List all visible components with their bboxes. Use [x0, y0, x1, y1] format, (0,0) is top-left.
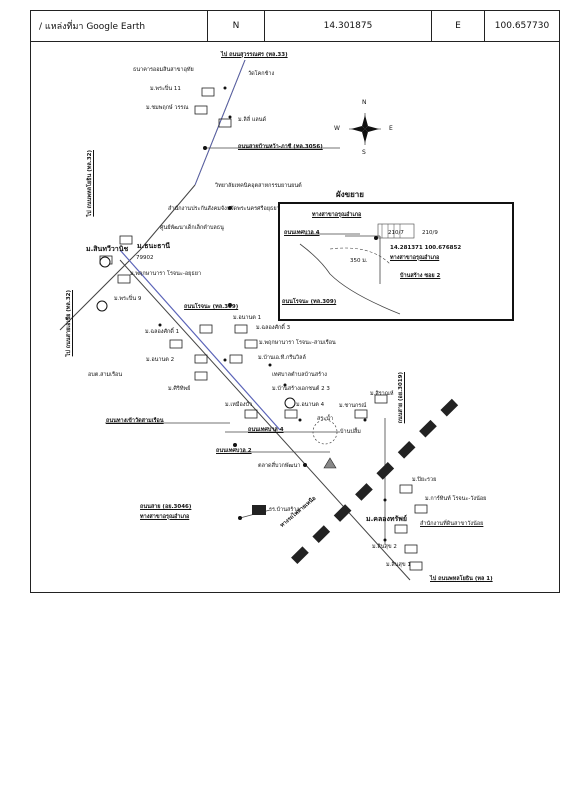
place-anuthan2: ม.อนานต 2	[146, 357, 175, 363]
place-baan-pluem: บ้านปลื้ม	[340, 429, 361, 435]
place-college: วิทยาลัยเทคนิคอุตสาหกรรมยานยนต์	[215, 183, 302, 189]
place-khlang3: ม.ฉลองศักดิ์ 3	[256, 325, 291, 331]
inset-title: ผังขยาย	[336, 190, 364, 199]
road-3046: ถนนสาย (อย.3046)	[140, 504, 192, 510]
place-baan-green: ม.บ้านเอ.ที.กรีนวิลล์	[258, 355, 306, 361]
road-top: ไป ถนนสุวรรณศร (ทล.33)	[221, 52, 288, 58]
market-marker	[323, 457, 337, 469]
place-prapin9: ม.พระปิ่น 9	[114, 296, 142, 302]
compass-w: W	[334, 125, 340, 132]
inset-plot1: 210/7	[388, 230, 404, 236]
rojana-road	[119, 259, 411, 581]
road-tesaban4: ถนนเทศบาล 4	[248, 427, 284, 433]
place-sirisap: ม.ศิริทิพย์	[168, 386, 191, 392]
place-sinsuk1: ม.สินสุข 1	[386, 562, 411, 568]
place-thanu: ม.ธนะธานี	[137, 242, 171, 250]
source-label: / แหล่งที่มา Google Earth	[39, 22, 146, 32]
source-cell: / แหล่งที่มา Google Earth	[31, 11, 208, 41]
inset-road-tesaban4: ถนนเทศบาล 4	[284, 230, 320, 236]
compass-rose	[349, 113, 381, 145]
circle-markers	[96, 256, 296, 409]
place-chaiprok: ม.ชานกรณ์	[339, 403, 367, 409]
road-left-2: ไป ถนนสายเอเชีย (ทล.32)	[66, 290, 72, 357]
place-village-1: ม.พระปิ่น 11	[150, 86, 181, 92]
place-province-office: สำนักงานประกันสังคมจังหวัดพระนครศรีอยุธย…	[168, 206, 280, 212]
school-marker	[252, 505, 266, 515]
place-samruan-school: อบต.สามเรือน	[88, 372, 123, 378]
place-anuthan1: ม.อนานต 1	[233, 315, 262, 321]
road-branch: ทางสาขาอรุณอำเภอ	[140, 514, 190, 520]
road-bantai: ถนนสายบ้านหว้า-ภาชี (ทล.3056)	[238, 144, 323, 150]
place-village-2: ม.ชมพฤกษ์ วรรณ	[146, 105, 189, 111]
blue-road	[119, 249, 281, 431]
place-pond: สระน้ำ	[317, 416, 334, 422]
inset-branch-label: ทางสาขาอรุณอำเภอ	[390, 255, 440, 261]
house-icons	[99, 87, 428, 571]
location-dots	[158, 86, 387, 542]
place-district-office: ศูนย์พัฒนาเด็กเล็กตำบลธนู	[160, 225, 224, 231]
place-wat: วัดโคกช้าง	[248, 71, 275, 77]
inset-lines	[299, 223, 415, 315]
left-road	[59, 249, 141, 331]
place-market: ม.สินทวีวานิช	[86, 245, 129, 253]
inset-road-branch: ทางสาขาอรุณอำเภอ	[312, 212, 362, 218]
road-tesaban2: ถนนเทศบาล 2	[216, 448, 252, 454]
road-bottom: ไป ถนนพหลโยธิน (ทล 1)	[430, 576, 493, 582]
inset-plot2: 210/9	[422, 230, 438, 236]
inset-road-rojana: ถนนโรจนะ (ทล.309)	[282, 299, 337, 305]
place-tesaban-office: เทศบาลตำบลบ้านสร้าง	[272, 372, 327, 378]
pond-circle	[312, 419, 338, 445]
place-pruksa-samruan: ม.พฤกษานารา โรจนะ-สามเรือน	[259, 340, 336, 346]
e-value-cell: 100.657730	[485, 11, 559, 41]
place-code: 79902	[136, 255, 154, 261]
main-road-mid	[139, 184, 196, 251]
place-bank: ธนาคารออมสินสาขาอุทัย	[133, 67, 194, 73]
compass-n: N	[362, 99, 367, 106]
road-rojana: ถนนโรจนะ (ทล.309)	[184, 304, 239, 310]
map-frame	[30, 40, 560, 593]
place-village-3: ม.ลิลี่ แลนด์	[238, 117, 267, 123]
compass-e: E	[389, 125, 393, 132]
road-right: ถนนสาย (อย.3019)	[398, 372, 404, 424]
place-talad: ตลาดสี่บวกพัฒนา	[258, 463, 301, 469]
place-khlang1: ม.ฉลองศักดิ์ 1	[145, 329, 180, 335]
place-anuthan4: ม.อนานต 4	[296, 402, 325, 408]
place-sitarop: ม.สิราณห์	[370, 391, 394, 397]
railway	[286, 398, 459, 569]
place-muang-thong: ม.เหมืองบัว	[225, 402, 253, 408]
n-value-cell: 14.301875	[265, 11, 432, 41]
road-wat: ถนนทางเข้าวัดสามเรือน	[106, 418, 164, 424]
place-pruksa-rojana: ม.พฤกษานารา โรจนะ-อยุธยา	[130, 271, 202, 277]
compass-s: S	[362, 149, 366, 156]
inset-dist: 350 ม.	[350, 258, 368, 264]
place-baan-sang-office: สำนักงานที่ดินสาขาวังน้อย	[420, 521, 484, 527]
inset-coords: 14.281371 100.676852	[390, 245, 462, 251]
place-piriya: ม.ปิยะรวย	[412, 477, 437, 483]
blue-road-upper	[194, 59, 246, 186]
place-rojana-wangnoi: ม.การ์ทินท์ โรจนะ-วังน้อย	[425, 496, 487, 502]
inset-map: ทางสาขาอรุณอำเภอ ถนนเทศบาล 4 ถนนโรจนะ (ท…	[278, 202, 514, 321]
e-value: 100.657730	[494, 21, 550, 31]
n-label: N	[232, 21, 240, 31]
inset-soi: บ้านสร้าง ซอย 2	[400, 273, 441, 279]
place-sinsuk2: ม.สินสุข 2	[372, 544, 397, 550]
place-khlong: ม.คลองทรัพย์	[366, 515, 407, 523]
road-left-1: ไป ถนนพหลโยธิน (ทล.32)	[87, 150, 93, 217]
coordinate-header: / แหล่งที่มา Google Earth N 14.301875 E …	[30, 10, 560, 42]
n-label-cell: N	[208, 11, 265, 41]
place-school-bottom: รร.บ้านสร้าง	[269, 507, 300, 513]
e-label: E	[455, 21, 461, 31]
n-value: 14.301875	[323, 21, 373, 31]
e-label-cell: E	[432, 11, 485, 41]
place-baan-sang: ม.บ้านสร้างเอกชนต์ 2 3	[272, 386, 330, 392]
